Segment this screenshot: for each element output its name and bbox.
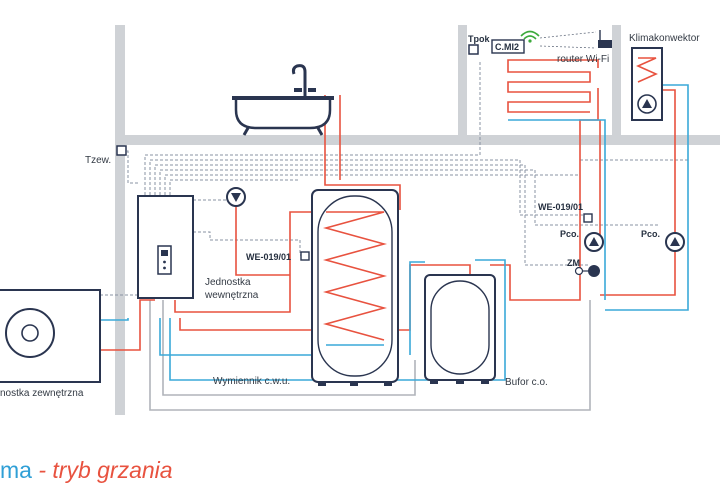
wall-mid — [458, 25, 467, 140]
hot-bath-feed — [324, 95, 401, 210]
dhw-exchanger-tank — [311, 189, 399, 386]
indoor-unit — [137, 195, 194, 299]
hot-climate-supply — [600, 89, 676, 296]
caption-part-1: ma — [0, 457, 32, 483]
control-wiring — [100, 60, 690, 296]
outdoor-unit-case — [0, 289, 101, 383]
grey-return-mid — [162, 300, 416, 396]
caption-part-2: tryb grzania — [52, 457, 172, 483]
cold-radiant-return — [508, 119, 606, 300]
pump-pco-2 — [665, 232, 685, 252]
label-cmi2: C.MI2 — [495, 42, 519, 52]
label-bufor: Bufor c.o. — [505, 377, 548, 388]
cold-outdoor-return — [100, 318, 129, 321]
cold-buffer-return — [169, 259, 506, 381]
hot-indoor-to-dhw — [174, 211, 326, 313]
label-we-left: WE-019/01 — [246, 252, 291, 262]
caption-separator: - — [32, 457, 52, 483]
tpok-sensor — [468, 44, 479, 55]
label-pco-1: Pco. — [560, 229, 579, 239]
climate-convector — [631, 47, 663, 121]
pump-pco-1 — [584, 232, 604, 252]
label-router: router Wi-Fi — [557, 54, 609, 65]
label-tpok: Tpok — [468, 34, 490, 44]
outdoor-unit — [0, 289, 101, 383]
cmi2-module — [491, 39, 525, 54]
hot-outdoor-supply — [100, 299, 155, 351]
label-jednostka-1: Jednostka — [205, 277, 251, 288]
label-zm: ZM — [567, 258, 580, 268]
tzew-sensor — [116, 145, 127, 156]
wire-top-1 — [144, 60, 481, 195]
convector-coil — [636, 57, 658, 83]
dhw-coil — [322, 211, 388, 341]
wifi-link-2 — [539, 45, 597, 49]
grey-return-lower — [149, 300, 591, 411]
diagram-caption: ma - tryb grzania — [0, 457, 173, 483]
label-jednostka-2: wewnętrzna — [204, 290, 259, 301]
wire-top-4 — [159, 169, 660, 226]
wall-left — [115, 25, 125, 415]
router-icon — [598, 30, 612, 48]
building-walls — [115, 25, 720, 415]
cold-climate-return — [605, 84, 689, 311]
label-pco-2: Pco. — [641, 229, 660, 239]
buffer-tank — [424, 274, 496, 384]
wire-top-6 — [169, 179, 300, 195]
bathtub-icon — [232, 64, 334, 136]
wifi-link-1 — [539, 31, 597, 39]
label-klimakonwektor: Klimakonwektor — [629, 33, 700, 44]
wire-top-3 — [154, 164, 588, 266]
floor-slab — [115, 135, 720, 145]
dhw-tank-inner — [317, 195, 393, 377]
outdoor-unit-fan-hub — [21, 324, 39, 342]
label-outdoor-unit: nostka zewnętrzna — [0, 388, 84, 399]
label-we-top: WE-019/01 — [538, 202, 583, 212]
pump-dhw — [226, 187, 246, 207]
label-tzew: Tzew. — [85, 155, 111, 166]
grey-return-pipes — [149, 300, 591, 411]
we-sensor-left — [300, 251, 310, 261]
hot-radiant-coil — [507, 59, 599, 113]
wire-top-2 — [149, 159, 583, 216]
hot-pipes — [100, 59, 676, 351]
buffer-tank-outer — [424, 274, 496, 381]
dhw-tank-outer — [311, 189, 399, 383]
label-wymiennik: Wymiennik c.w.u. — [213, 376, 290, 387]
buffer-tank-inner — [430, 280, 490, 375]
outdoor-unit-fan — [5, 308, 55, 358]
cold-bufor-inner — [409, 261, 425, 355]
wifi-icon — [520, 30, 540, 43]
mixing-valve-zm — [574, 265, 600, 277]
wall-right — [612, 25, 621, 140]
we-sensor-top — [583, 213, 593, 223]
hot-pump-loop — [235, 205, 290, 276]
